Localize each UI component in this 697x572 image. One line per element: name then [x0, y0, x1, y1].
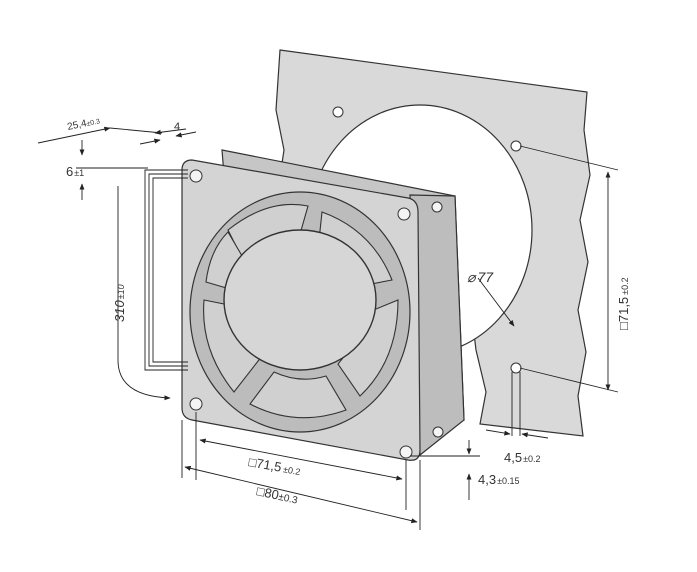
cable-length-label: 310±10	[112, 284, 127, 322]
fan-hole	[189, 169, 203, 183]
cutout-diameter-label: ⌀77	[467, 269, 494, 285]
fan	[181, 149, 465, 461]
dimension-texts: 25,4±0.3 4 6±1 310±10 □71,5±0.2 □80±0.3 …	[66, 115, 631, 507]
fan-hole-diameter-label: 4,3±0.15	[478, 472, 520, 487]
fan-hole	[431, 201, 443, 213]
fan-hole	[432, 426, 444, 438]
dimension-lines	[37, 126, 619, 530]
front-hole-spacing-label: □71,5±0.2	[247, 454, 301, 478]
fan-cable	[144, 169, 188, 371]
frame-size-label: □80±0.3	[255, 483, 299, 506]
depth-label: 25,4±0.3	[66, 115, 101, 133]
fan-hole	[189, 397, 203, 411]
fan-hole	[397, 207, 411, 221]
panel-hole	[510, 140, 522, 152]
panel-hole-diameter-label: 4,5±0.2	[504, 450, 541, 465]
cable-offset-label: 6±1	[66, 164, 84, 179]
panel-hole	[510, 362, 522, 374]
fan-hub	[223, 229, 377, 371]
panel-hole-spacing-label: □71,5±0.2	[616, 277, 631, 330]
panel-hole	[332, 106, 344, 118]
rib-depth-label: 4	[174, 121, 180, 133]
